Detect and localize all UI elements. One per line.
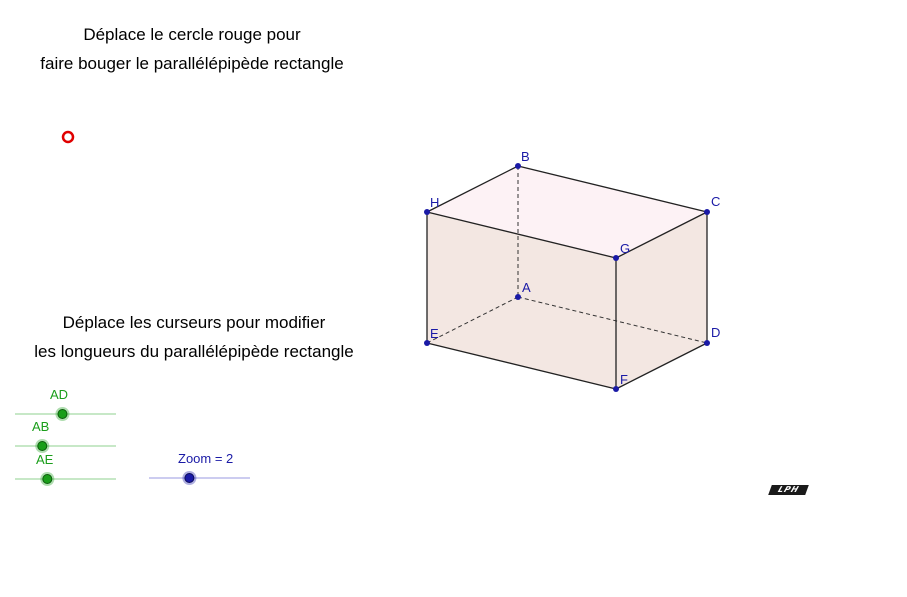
slider-label-ad: AD	[50, 387, 69, 402]
lph-logo: LPH	[768, 485, 809, 495]
slider-label-ae: AE	[36, 452, 54, 467]
hidden-edges	[426, 166, 708, 344]
edge-bc	[517, 165, 708, 213]
vertex-d[interactable]	[704, 340, 710, 346]
label-f: F	[620, 372, 628, 387]
edge-bh	[426, 165, 519, 213]
slider-knob[interactable]	[37, 441, 48, 451]
label-c: C	[711, 194, 720, 209]
edge-gc	[615, 211, 708, 259]
vertex-f[interactable]	[613, 386, 619, 392]
label-e: E	[430, 326, 439, 341]
slider-ae[interactable]	[15, 472, 116, 486]
visible-edges	[426, 165, 708, 390]
edge-ad	[517, 296, 708, 344]
slider-knob[interactable]	[57, 409, 68, 419]
label-g: G	[620, 241, 630, 256]
slider-ab[interactable]	[15, 439, 116, 453]
label-d: D	[711, 325, 720, 340]
vertex-b[interactable]	[515, 163, 521, 169]
face-right	[616, 212, 707, 389]
instruction-move-sliders: Déplace les curseurs pour modifier les l…	[8, 308, 380, 366]
vertex-points	[424, 163, 710, 392]
vertex-e[interactable]	[424, 340, 430, 346]
edge-ae	[426, 296, 519, 344]
face-front	[427, 212, 616, 389]
slider-label-zoom: Zoom = 2	[178, 451, 234, 466]
vertex-labels: A B C D E F G H	[430, 149, 720, 387]
edge-hg	[426, 211, 617, 259]
edge-ef	[426, 342, 617, 390]
vertex-c[interactable]	[704, 209, 710, 215]
instruction-line: faire bouger le parallélépipède rectangl…	[40, 54, 344, 73]
instruction-move-circle: Déplace le cercle rouge pour faire bouge…	[12, 20, 372, 78]
slider-knob[interactable]	[184, 473, 195, 483]
slider-label-ab: AB	[32, 419, 50, 434]
instruction-line: Déplace les curseurs pour modifier	[62, 313, 326, 332]
vertex-h[interactable]	[424, 209, 430, 215]
instruction-line: les longueurs du parallélépipède rectang…	[34, 342, 354, 361]
instruction-line: Déplace le cercle rouge pour	[83, 25, 301, 44]
edge-fd	[615, 342, 708, 390]
label-h: H	[430, 195, 439, 210]
slider-zoom[interactable]	[149, 471, 250, 485]
slider-ad[interactable]	[15, 407, 116, 421]
slider-knob[interactable]	[42, 474, 53, 484]
face-top	[427, 166, 707, 258]
red-control-circle[interactable]	[61, 130, 75, 144]
vertex-a[interactable]	[515, 294, 521, 300]
label-a: A	[522, 280, 531, 295]
vertex-g[interactable]	[613, 255, 619, 261]
label-b: B	[521, 149, 530, 164]
